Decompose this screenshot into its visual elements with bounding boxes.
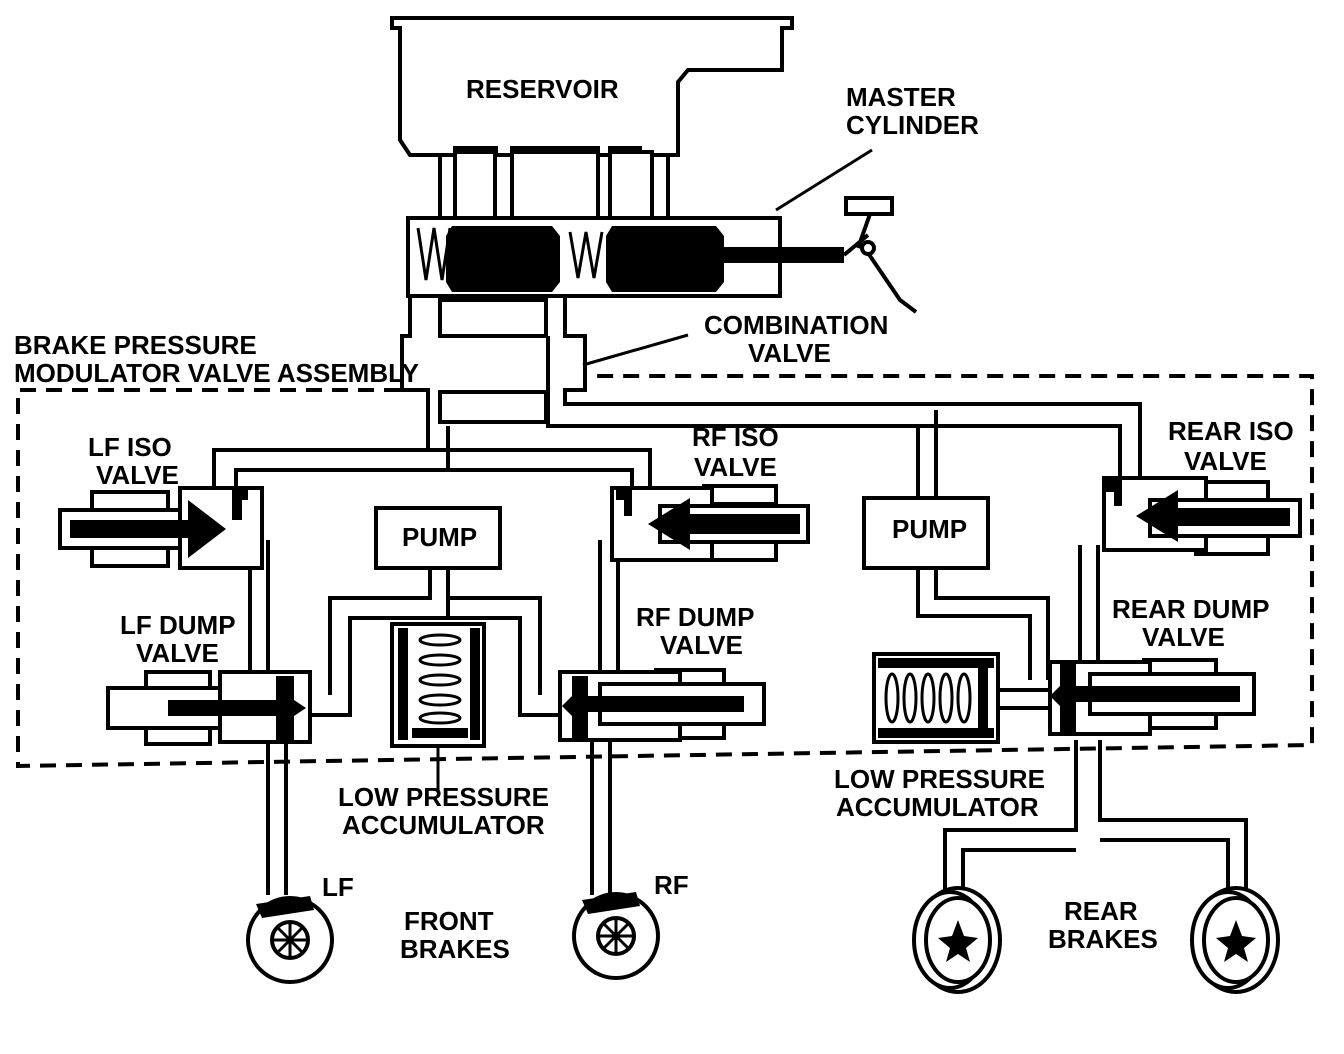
- rf-label: RF: [654, 870, 689, 900]
- rear-brakes-label-line1: REAR: [1064, 896, 1138, 926]
- combination-valve-label-line1: COMBINATION: [704, 310, 888, 340]
- rf-iso-valve-label-line2: VALVE: [694, 452, 777, 482]
- rear-dump-valve: [1048, 658, 1256, 736]
- pump-front: [374, 506, 502, 570]
- master-cylinder-label-line2: CYLINDER: [846, 110, 979, 140]
- combination-valve-label-line2: VALVE: [748, 338, 831, 368]
- rf-brake-wheel-icon: [572, 892, 660, 980]
- rear-iso-valve-label-line2: VALVE: [1184, 446, 1267, 476]
- pump-rear: [862, 496, 990, 570]
- lf-dump-valve-label-line1: LF DUMP: [120, 610, 236, 640]
- rf-dump-valve: [558, 668, 766, 742]
- rf-iso-valve: [610, 484, 810, 562]
- rear-right-brake-wheel-icon: [1190, 886, 1280, 994]
- lf-dump-valve-label-line2: VALVE: [136, 638, 219, 668]
- front-low-pressure-accumulator: [390, 622, 486, 790]
- modulator-assembly-label-line2: MODULATOR VALVE ASSEMBLY: [14, 358, 419, 388]
- lf-iso-valve-label-line2: VALVE: [96, 460, 179, 490]
- master-cylinder-label-line1: MASTER: [846, 82, 956, 112]
- rear-circuit-lines: [916, 410, 1248, 890]
- rear-brakes-label-line2: BRAKES: [1048, 924, 1158, 954]
- rear-dump-valve-label-line2: VALVE: [1142, 622, 1225, 652]
- rear-iso-valve-label-line1: REAR ISO: [1168, 416, 1294, 446]
- lf-iso-valve: [58, 486, 264, 570]
- rear-dump-valve-label-line1: REAR DUMP: [1112, 594, 1269, 624]
- front-brakes-label-line2: BRAKES: [400, 934, 510, 964]
- rear-left-brake-wheel-icon: [912, 886, 1002, 994]
- modulator-assembly-label-line1: BRAKE PRESSURE: [14, 330, 257, 360]
- modulator-assembly-boundary: [16, 374, 1314, 769]
- lf-brake-wheel-icon: [246, 896, 334, 984]
- lf-iso-valve-label-line1: LF ISO: [88, 432, 172, 462]
- front-brakes-label-line1: FRONT: [404, 906, 494, 936]
- rear-low-pressure-accumulator: [872, 652, 1050, 744]
- pump-rear-label: PUMP: [892, 514, 967, 544]
- rear-iso-valve: [1102, 476, 1302, 556]
- master-cylinder: [406, 196, 918, 314]
- pump-front-label: PUMP: [402, 522, 477, 552]
- lf-dump-valve: [106, 670, 312, 746]
- rf-dump-valve-label-line1: RF DUMP: [636, 602, 754, 632]
- lf-label: LF: [322, 872, 354, 902]
- rear-accumulator-label-line2: ACCUMULATOR: [836, 792, 1039, 822]
- rear-accumulator-label-line1: LOW PRESSURE: [834, 764, 1045, 794]
- combination-valve: [400, 296, 1142, 498]
- rf-iso-valve-label-line1: RF ISO: [692, 422, 779, 452]
- reservoir-label: RESERVOIR: [466, 74, 619, 104]
- reservoir: [390, 16, 794, 226]
- front-accumulator-label-line2: ACCUMULATOR: [342, 810, 545, 840]
- front-accumulator-label-line1: LOW PRESSURE: [338, 782, 549, 812]
- rf-dump-valve-label-line2: VALVE: [660, 630, 743, 660]
- master-cylinder-leader: [775, 148, 873, 212]
